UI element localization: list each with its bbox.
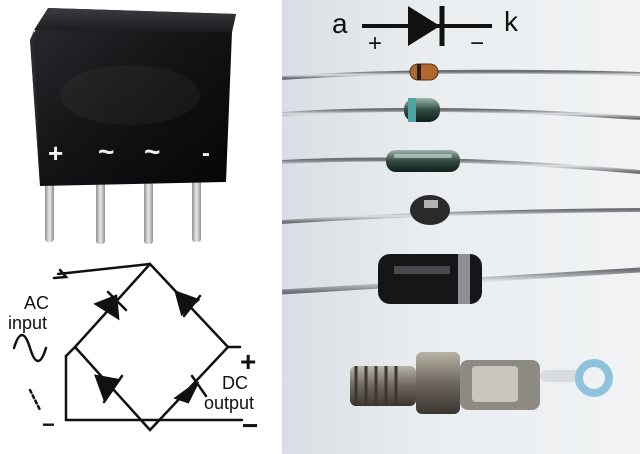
package-body [30,8,236,186]
pin-mark-ac-1: ~ [98,136,115,167]
dc-minus-sign: − [242,410,259,441]
lead-4 [192,180,201,242]
arrow-dashed [28,388,42,412]
bridge-rectifier-illustration [30,8,236,244]
lead-1 [45,180,54,242]
diode-4-lead [282,208,640,224]
diode-lower-left [94,374,121,401]
lead-2 [96,182,105,244]
anode-plus: + [368,30,383,57]
output-label: output [204,393,255,413]
cathode-minus: − [470,30,485,57]
bridge-rectifier-photo: + ~ ~ - [0,0,278,252]
diode-symbol [362,6,492,46]
dc-plus-sign: + [240,346,257,377]
assorted-diodes-photo: a + − k [282,0,640,454]
schematic-drawing [12,262,244,432]
pin-mark-minus: - [202,140,210,167]
bridge-rectifier-schematic: AC input + DC output − − [0,252,278,454]
pin-mark-plus: + [48,138,64,168]
lead-3 [144,182,153,244]
diode-3-lead [282,157,640,174]
diode-1-body [409,63,439,81]
ac-label: AC [24,293,50,313]
diode-4-body [410,195,450,225]
arrow-top [52,268,69,280]
pin-mark-ac-2: ~ [144,136,161,167]
wire-top [56,262,152,276]
ac-minus-sign: − [42,412,55,437]
ac-sine-wave [12,333,48,363]
diode-lower-right [173,380,200,404]
cathode-label: k [504,6,518,37]
diode-3-body [386,150,460,172]
diode-1-lead [282,69,640,80]
bridge-diamond [73,262,230,432]
anode-label: a [332,8,348,39]
diodes-illustration [282,6,640,414]
package-top-edge [34,8,236,32]
input-label: input [8,313,48,333]
dc-label: DC [222,373,248,393]
diode-6-stud [350,352,613,414]
diode-2-lead [282,107,640,120]
wire-bottom [64,354,244,422]
diode-upper-left [93,294,120,321]
